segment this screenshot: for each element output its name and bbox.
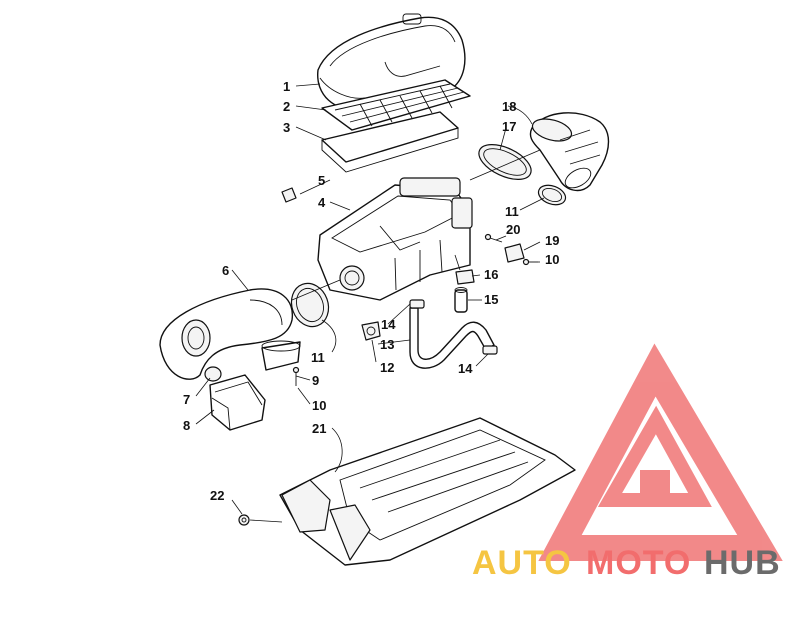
- drain-hose-part-13: [409, 307, 495, 369]
- callout-9: 9: [312, 373, 319, 388]
- clip-part-5: [281, 187, 297, 203]
- callout-10-left: 10: [312, 398, 326, 413]
- callout-18: 18: [502, 99, 516, 114]
- clamp-part-11-left: [290, 282, 330, 328]
- callout-14-upper: 14: [381, 317, 396, 332]
- clip-part-14-lower: [482, 345, 498, 355]
- alignment-lines: [291, 149, 541, 301]
- callout-2: 2: [283, 99, 290, 114]
- callout-12: 12: [380, 360, 394, 375]
- callout-3: 3: [283, 120, 290, 135]
- callout-21: 21: [312, 421, 326, 436]
- callout-19: 19: [545, 233, 559, 248]
- callout-1: 1: [283, 79, 290, 94]
- clamp-ring-part-17: [478, 144, 532, 180]
- watermark-auto: AUTO: [472, 544, 572, 582]
- screw-part-10-left: [292, 366, 300, 386]
- callout-14-lower: 14: [458, 361, 473, 376]
- watermark-moto: MOTO: [586, 544, 691, 582]
- bracket-part-19: [504, 243, 525, 263]
- clamp-part-16: [455, 269, 475, 285]
- callout-5: 5: [318, 173, 325, 188]
- callout-15: 15: [484, 292, 498, 307]
- intake-tube-part-6: [159, 288, 294, 380]
- intake-boot-part-18: [529, 112, 610, 192]
- watermark-hub: HUB: [704, 544, 781, 582]
- callout-11-left: 11: [311, 350, 325, 365]
- plug-part-15: [454, 287, 468, 313]
- callout-22: 22: [210, 488, 224, 503]
- callout-labels: 1 2 3 4 5 6 7 8 9 10 10 11 11 12 13 14 1…: [183, 79, 559, 503]
- callout-7: 7: [183, 392, 190, 407]
- screw-part-10-right: [522, 258, 538, 266]
- filter-grid-part-2: [321, 79, 471, 131]
- callout-13: 13: [380, 337, 394, 352]
- clamp-part-11-right: [537, 184, 567, 206]
- nut-part-22: [238, 514, 250, 526]
- callout-4: 4: [318, 195, 326, 210]
- callout-17: 17: [502, 119, 516, 134]
- callout-11-right: 11: [505, 204, 519, 219]
- watermark-text: AUTO MOTO HUB: [472, 544, 781, 582]
- cup-part-9: [261, 340, 301, 371]
- leader-lines: [195, 83, 545, 523]
- clip-part-14-upper: [409, 299, 425, 309]
- callout-8: 8: [183, 418, 190, 433]
- callout-20: 20: [506, 222, 520, 237]
- grommet-part-7: [204, 366, 222, 382]
- shroud-part-21: [279, 417, 576, 566]
- resonator-part-8: [209, 374, 266, 431]
- airbox-base-part-4: [317, 177, 473, 301]
- callout-10-right: 10: [545, 252, 559, 267]
- callout-6: 6: [222, 263, 229, 278]
- callout-16: 16: [484, 267, 498, 282]
- filter-element-part-3: [321, 111, 459, 173]
- watermark-logo-icon: [538, 343, 783, 561]
- valve-part-12: [361, 321, 381, 341]
